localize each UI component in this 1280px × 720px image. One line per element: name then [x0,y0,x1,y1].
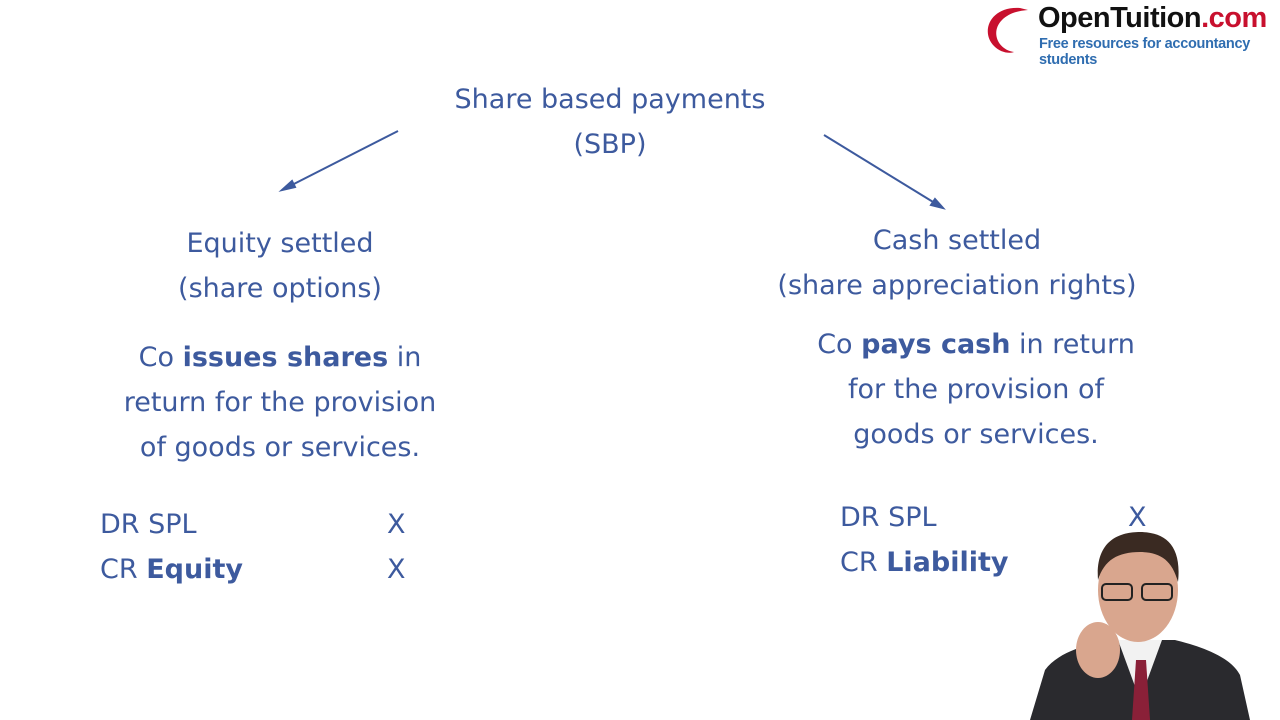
equity-dr: DR SPL [100,509,197,540]
equity-cr: CR Equity [100,554,243,585]
equity-cr-value: X [387,554,406,585]
cash-dr: DR SPL [840,502,937,533]
cash-cr: CR Liability [840,547,1009,578]
arrow-right [823,134,939,206]
equity-dr-value: X [387,509,406,540]
cash-heading: Cash settled(share appreciation rights) [777,225,1137,301]
arrow-left [285,130,399,189]
title: Share based payments(SBP) [454,84,766,160]
logo-swoosh-icon [987,7,1028,53]
cash-dr-value: X [1128,502,1147,533]
equity-heading: Equity settled(share options) [178,228,382,304]
opentuition-logo: OpenTuition.com Free resources for accou… [980,2,1280,68]
